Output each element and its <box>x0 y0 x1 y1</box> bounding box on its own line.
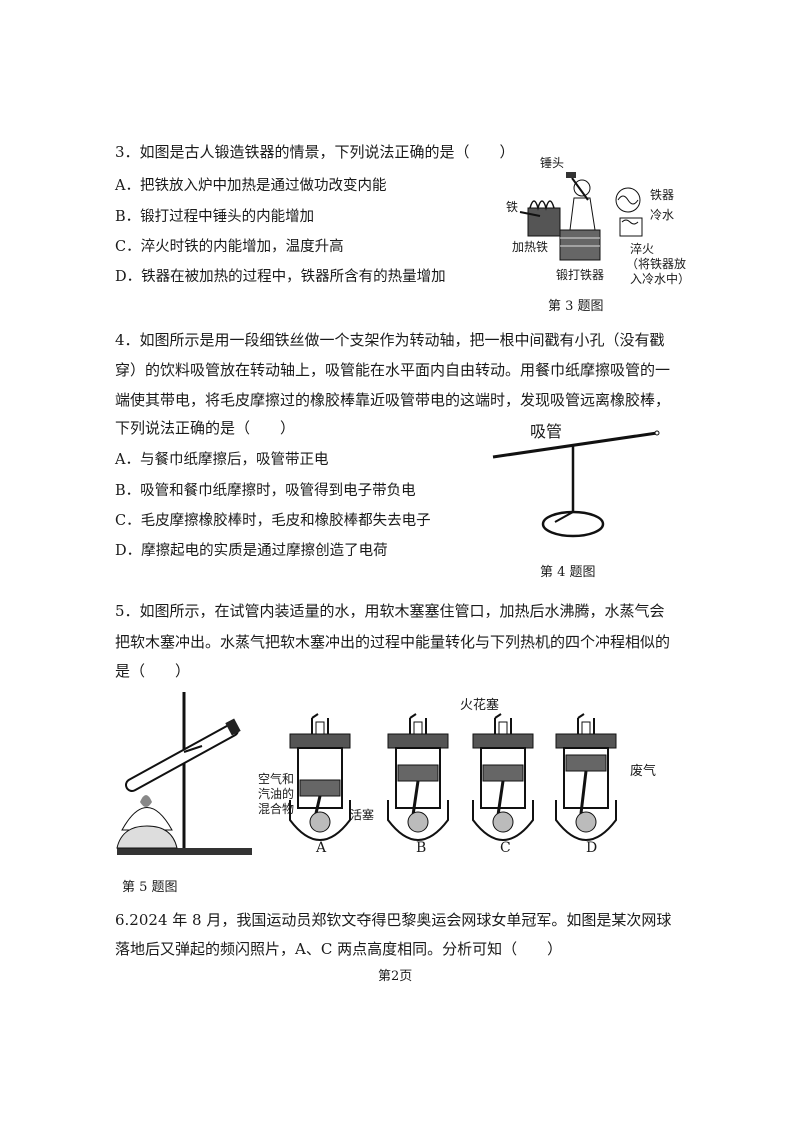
q4-stem-line1: 4．如图所示是用一段细铁丝做一个支架作为转动轴，把一根中间戳有小孔（没有戳 <box>115 331 665 349</box>
blacksmith-illustration <box>519 172 643 261</box>
q3-option-a: A．把铁放入炉中加热是通过做功改变内能 <box>115 178 387 194</box>
q4-option-d: D．摩擦起电的实质是通过摩擦创造了电荷 <box>115 543 388 559</box>
label-quench-note2: 入冷水中） <box>630 272 691 286</box>
q3-option-d: D．铁器在被加热的过程中，铁器所含有的热量增加 <box>115 269 446 285</box>
q3-stem: 3．如图是古人锻造铁器的情景，下列说法正确的是（ ） <box>115 143 515 161</box>
label-mixture1: 空气和 <box>258 772 295 786</box>
label-iron: 铁 <box>506 200 519 214</box>
q3-option-c: C．淬火时铁的内能增加，温度升高 <box>115 239 344 255</box>
label-quench: 淬火 <box>630 242 655 256</box>
engine-letter-d: D <box>586 840 598 856</box>
engine-stroke-a <box>289 713 351 841</box>
q6-stem-line1: 6.2024 年 8 月，我国运动员郑钦文夺得巴黎奥运会网球女单冠军。如图是某次… <box>115 911 672 929</box>
q3-caption: 第 3 题图 <box>548 299 604 314</box>
q4-straw-figure: 吸管 <box>485 420 665 550</box>
q5-stem-line3: 是（ ） <box>115 662 191 680</box>
engine-letter-b: B <box>416 840 427 856</box>
q4-option-c: C．毛皮摩擦橡胶棒时，毛皮和橡胶棒都失去电子 <box>115 513 431 529</box>
q4-stem-line3: 端使其带电，将毛皮摩擦过的橡胶棒靠近吸管带电的这端时，发现吸管远离橡胶棒， <box>115 391 671 409</box>
q3-forging-figure: 锤头 铁 加热铁 锻打铁器 铁器 冷水 淬火 （将铁器放 入冷水中） <box>500 156 700 300</box>
engine-stroke-d <box>555 713 617 841</box>
label-quench-note1: （将铁器放 <box>626 257 687 271</box>
label-mixture2: 汽油的 <box>258 787 295 801</box>
q4-option-a: A．与餐巾纸摩擦后，吸管带正电 <box>115 452 329 468</box>
label-hammer: 锤头 <box>540 156 565 170</box>
label-cold-water: 冷水 <box>650 208 675 222</box>
page-number: 第2页 <box>378 969 413 984</box>
label-mixture3: 混合物 <box>258 802 295 816</box>
engine-letter-c: C <box>500 840 511 856</box>
straw-stand-illustration <box>492 430 660 538</box>
q4-stem-line4: 下列说法正确的是（ ） <box>115 419 296 437</box>
label-exhaust: 废气 <box>630 764 657 779</box>
q5-caption: 第 5 题图 <box>122 880 178 895</box>
engine-strokes-figure: 空气和 汽油的 混合物 活塞 火花塞 废气 A B C D <box>258 690 658 865</box>
q4-caption: 第 4 题图 <box>540 565 596 580</box>
q4-stem-line2: 穿）的饮料吸管放在转动轴上，吸管能在水平面内自由转动。用餐巾纸摩擦吸管的一 <box>115 361 671 379</box>
label-ironware: 铁器 <box>650 188 675 202</box>
engine-letter-a: A <box>316 840 327 856</box>
straw-label: 吸管 <box>530 422 563 441</box>
label-forge-iron: 锻打铁器 <box>556 268 605 282</box>
label-piston: 活塞 <box>350 808 375 822</box>
q6-stem-line2: 落地后又弹起的频闪照片，A、C 两点高度相同。分析可知（ ） <box>115 940 563 958</box>
engine-stroke-a <box>289 713 617 841</box>
engine-stroke-b <box>387 713 449 841</box>
engine-stroke-c <box>472 713 534 841</box>
label-heat-iron: 加热铁 <box>512 240 549 254</box>
q4-option-b: B．吸管和餐巾纸摩擦时，吸管得到电子带负电 <box>115 483 416 499</box>
test-tube-apparatus <box>112 690 257 860</box>
test-tube-illustration <box>116 692 252 855</box>
q5-stem-line2: 把软木塞冲出。水蒸气把软木塞冲出的过程中能量转化与下列热机的四个冲程相似的 <box>115 633 671 651</box>
label-spark-plug: 火花塞 <box>460 698 500 713</box>
q5-stem-line1: 5．如图所示，在试管内装适量的水，用软木塞塞住管口，加热后水沸腾，水蒸气会 <box>115 602 665 620</box>
q3-option-b: B．锻打过程中锤头的内能增加 <box>115 209 315 225</box>
